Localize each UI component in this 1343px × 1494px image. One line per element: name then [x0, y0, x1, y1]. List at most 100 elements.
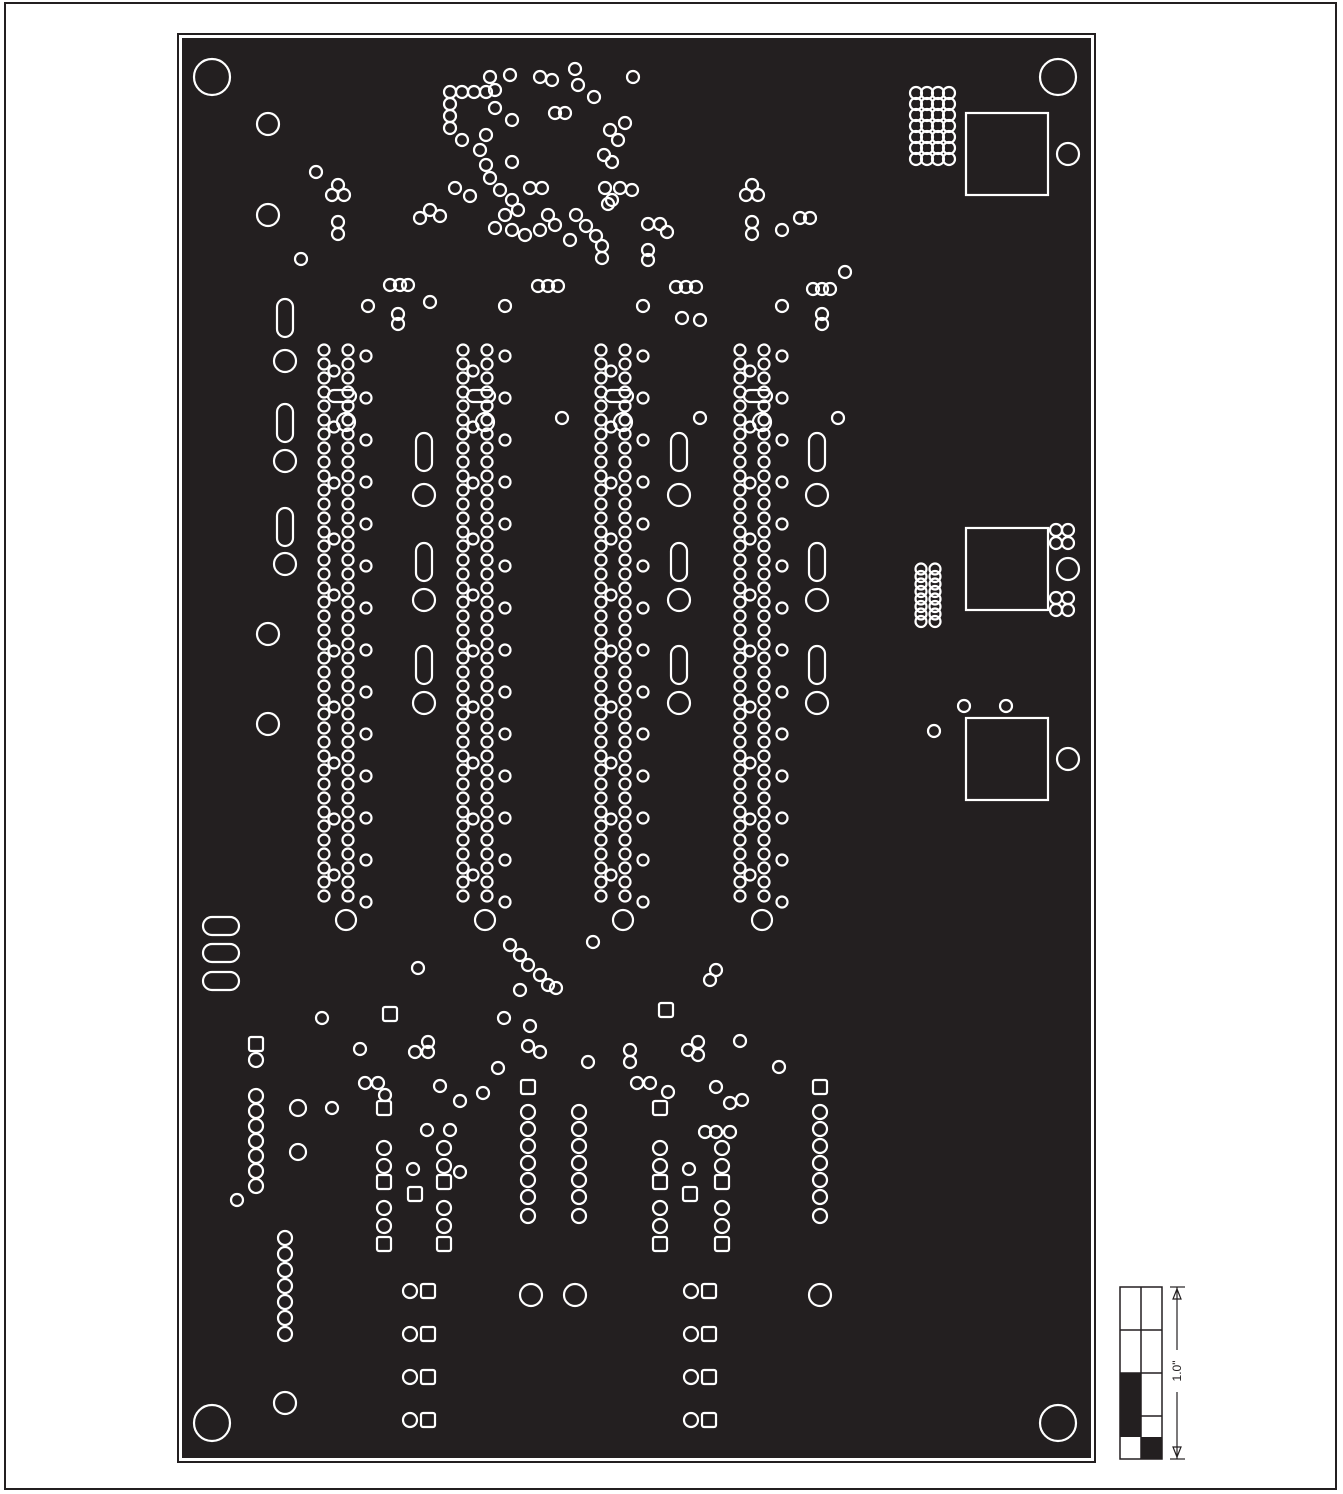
via-pad — [276, 1325, 294, 1343]
via-pad — [456, 735, 470, 749]
via-pad — [480, 707, 494, 721]
square-pad — [700, 1282, 718, 1300]
via-pad — [611, 908, 635, 932]
via-pad — [757, 819, 771, 833]
via-pad — [411, 690, 437, 716]
via-pad — [518, 1282, 544, 1308]
via-pad — [594, 693, 608, 707]
via-pad — [480, 861, 494, 875]
via-pad — [480, 399, 494, 413]
via-pad — [480, 343, 494, 357]
via-pad — [928, 584, 942, 599]
via-pad — [255, 711, 281, 737]
via-pad — [636, 433, 650, 447]
via-pad — [732, 1033, 748, 1049]
via-pad — [618, 595, 632, 609]
via-pad — [452, 1164, 468, 1180]
via-pad — [814, 281, 830, 297]
via-pad — [774, 222, 790, 238]
via-pad — [757, 609, 771, 623]
square-pad — [657, 1001, 675, 1019]
via-pad — [478, 127, 494, 143]
via-pad — [814, 316, 830, 332]
via-pad — [594, 651, 608, 665]
via-pad — [341, 777, 355, 791]
via-pad — [570, 1137, 588, 1155]
via-pad — [341, 539, 355, 553]
via-pad — [733, 455, 747, 469]
via-pad — [341, 623, 355, 637]
via-pad — [733, 651, 747, 665]
via-pad — [682, 1325, 700, 1343]
via-pad — [811, 1154, 829, 1172]
via-pad — [570, 1207, 588, 1225]
scale-bar-label: 1.0" — [1170, 1361, 1184, 1382]
via-pad — [341, 861, 355, 875]
via-pad — [456, 399, 470, 413]
via-pad — [733, 623, 747, 637]
via-pad — [733, 777, 747, 791]
via-pad — [341, 525, 355, 539]
via-pad — [456, 427, 470, 441]
via-pad — [618, 819, 632, 833]
via-pad — [733, 847, 747, 861]
via-pad — [668, 279, 684, 295]
via-pad — [594, 399, 608, 413]
via-pad — [775, 895, 789, 909]
via-pad — [757, 777, 771, 791]
via-pad — [341, 833, 355, 847]
via-pad — [757, 581, 771, 595]
via-pad — [327, 812, 341, 826]
via-pad — [327, 588, 341, 602]
square-pad — [419, 1325, 437, 1343]
via-pad — [733, 693, 747, 707]
via-pad — [456, 357, 470, 371]
via-pad — [519, 1171, 537, 1189]
via-pad — [504, 192, 520, 208]
via-pad — [466, 532, 480, 546]
via-pad — [811, 1137, 829, 1155]
via-pad — [341, 763, 355, 777]
via-pad — [733, 427, 747, 441]
via-pad — [594, 777, 608, 791]
via-pad — [480, 693, 494, 707]
square-pad — [651, 1173, 669, 1191]
via-pad — [487, 82, 503, 98]
via-pad — [341, 707, 355, 721]
via-pad — [604, 532, 618, 546]
via-pad — [635, 298, 651, 314]
via-pad — [928, 607, 942, 621]
via-pad — [359, 895, 373, 909]
via-pad — [814, 306, 830, 322]
via-pad — [757, 763, 771, 777]
via-pad — [327, 868, 341, 882]
via-pad — [317, 497, 331, 511]
mounting-hole — [192, 57, 232, 97]
via-pad — [775, 391, 789, 405]
via-pad — [411, 482, 437, 508]
via-pad — [317, 511, 331, 525]
via-pad — [435, 1199, 453, 1217]
via-pad — [733, 721, 747, 735]
via-pad — [636, 853, 650, 867]
via-pad — [480, 413, 494, 427]
square-pad — [681, 1185, 699, 1203]
square-pad — [406, 1185, 424, 1203]
via-pad — [473, 908, 497, 932]
via-pad — [482, 69, 498, 85]
via-pad — [570, 1103, 588, 1121]
via-pad — [435, 1157, 453, 1175]
via-pad — [487, 100, 503, 116]
via-pad — [757, 427, 771, 441]
via-pad — [567, 61, 583, 77]
via-pad — [733, 581, 747, 595]
via-pad — [405, 1161, 421, 1177]
via-pad — [775, 769, 789, 783]
via-pad — [688, 279, 704, 295]
via-pad — [480, 427, 494, 441]
via-pad — [618, 651, 632, 665]
via-pad — [602, 122, 618, 138]
via-pad — [317, 553, 331, 567]
via-pad — [570, 1120, 588, 1138]
